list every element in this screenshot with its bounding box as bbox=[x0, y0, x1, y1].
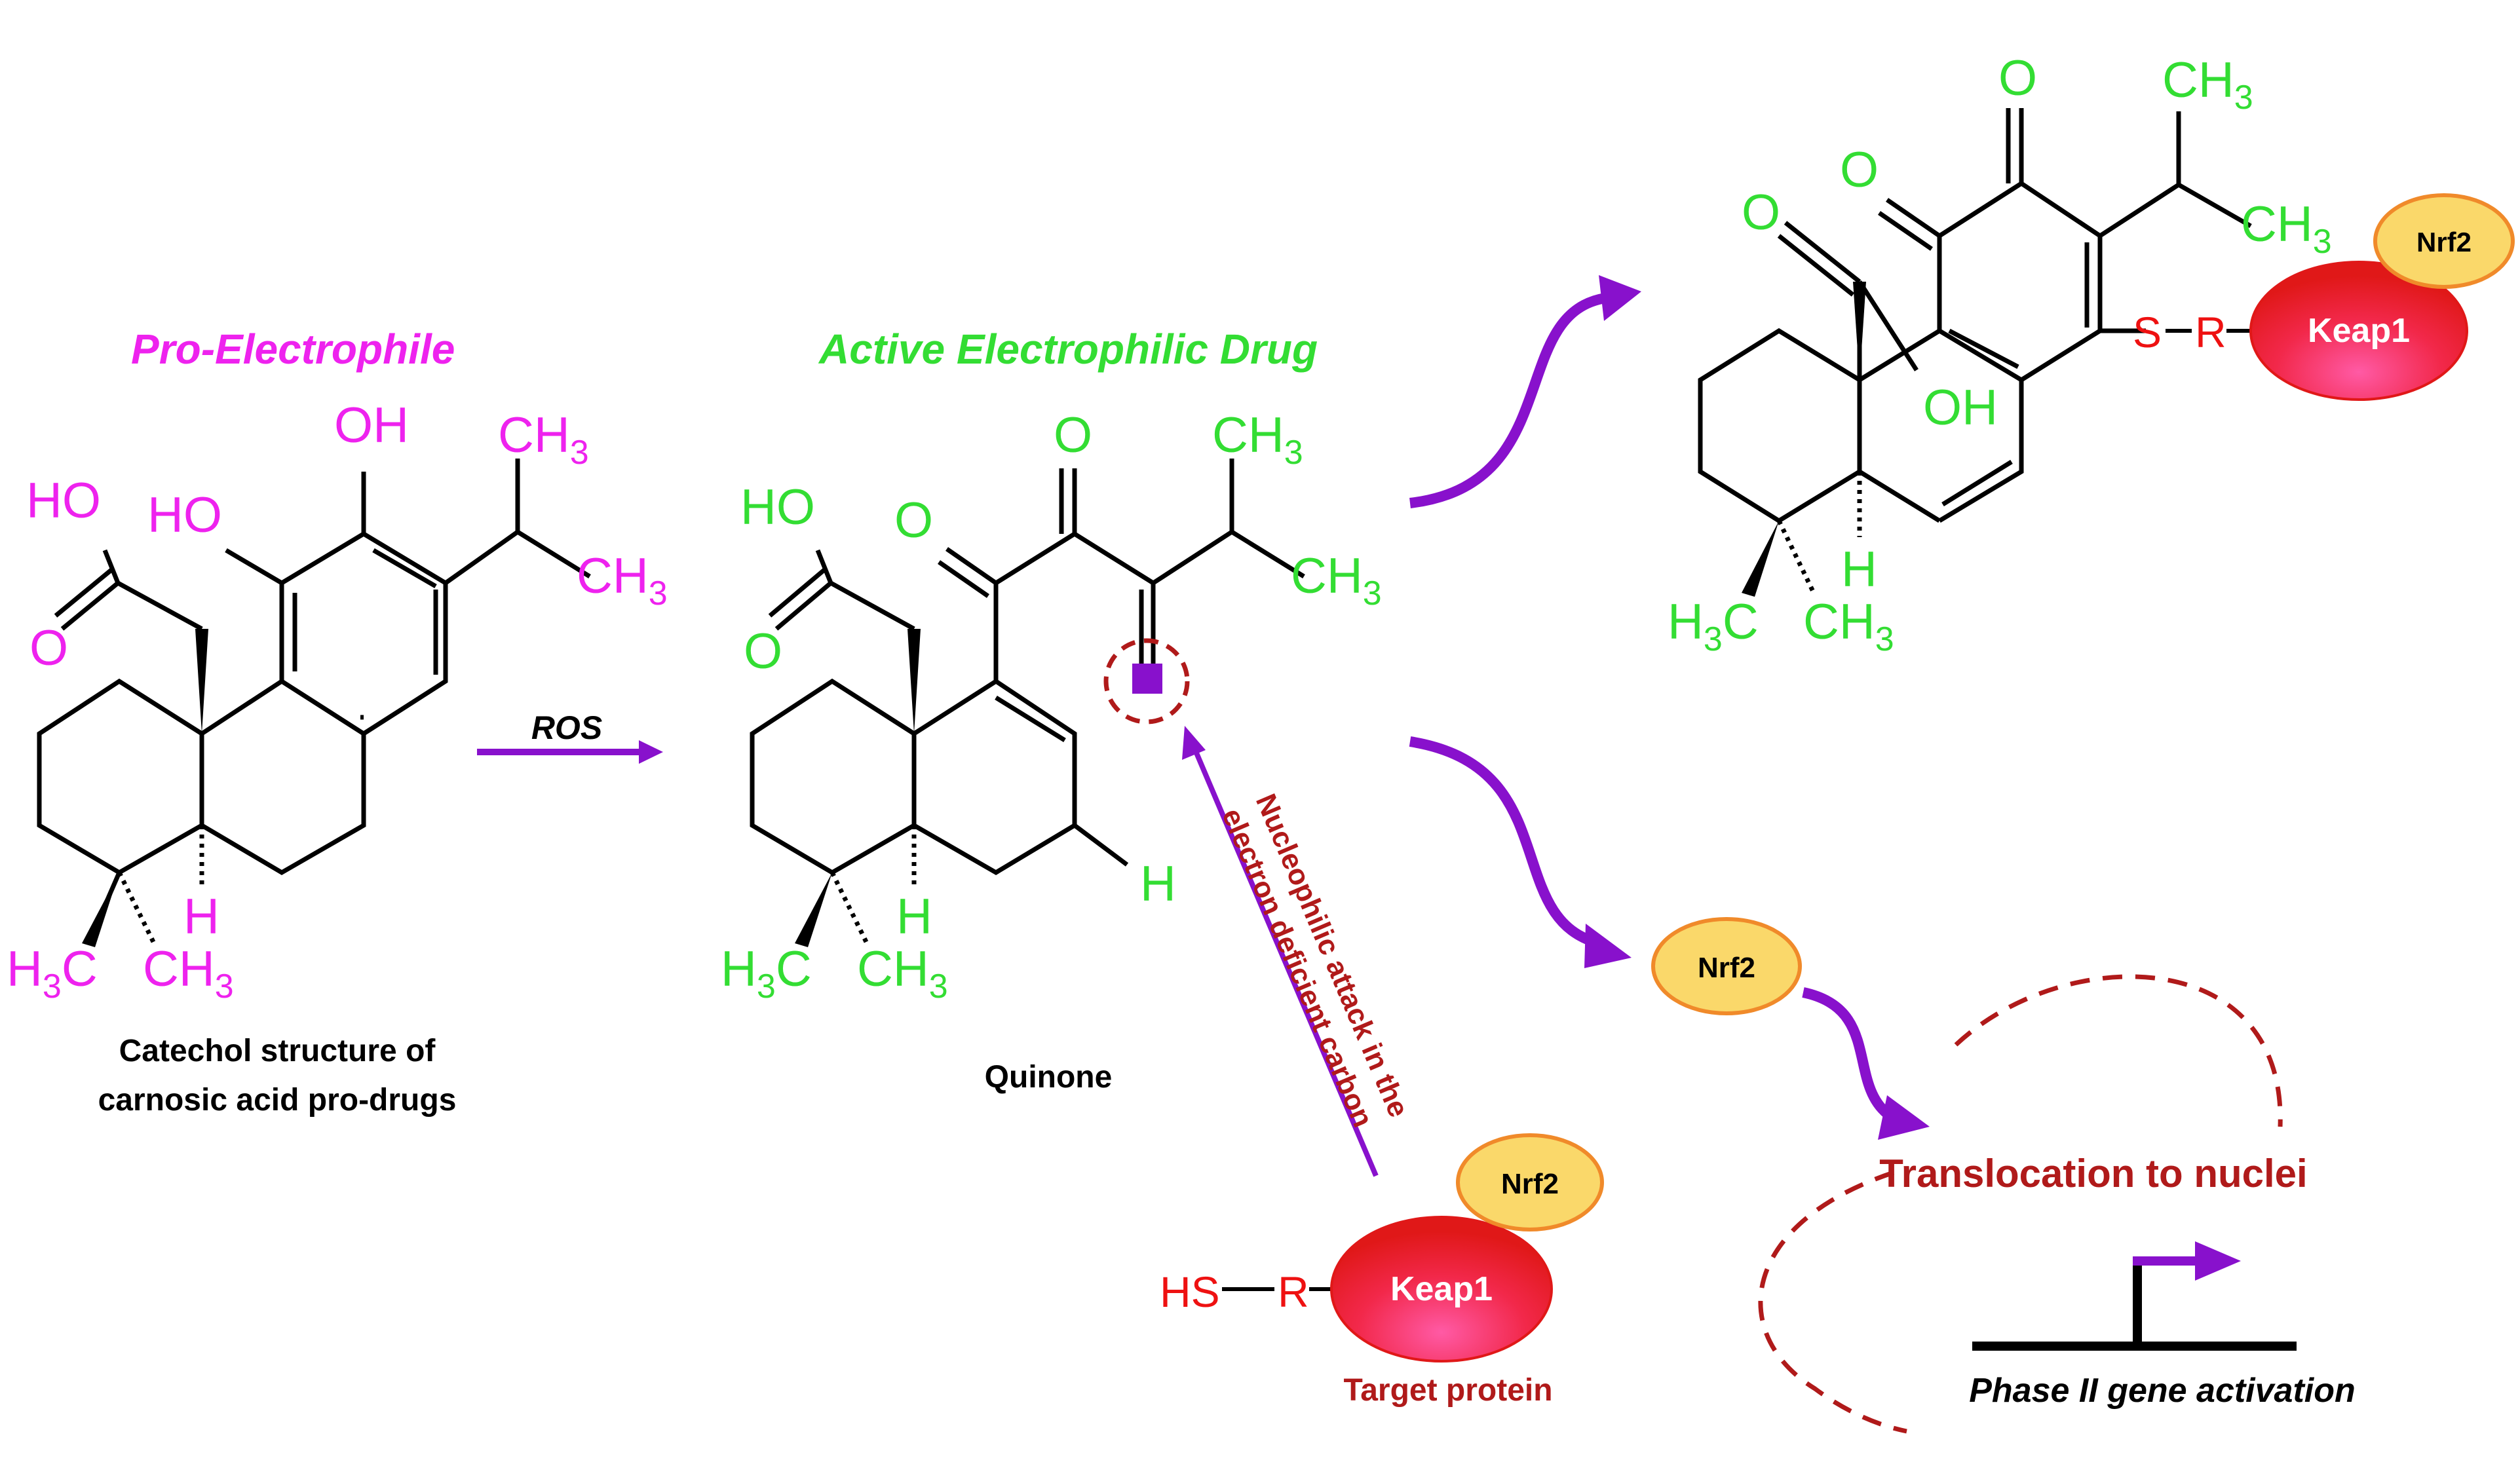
a-oh: OH bbox=[1923, 380, 1998, 436]
a-o1: O bbox=[1998, 50, 2037, 106]
adduct-nrf2 bbox=[2373, 193, 2515, 289]
pro-ho-acid: HO bbox=[26, 473, 101, 529]
quinone-wedge bbox=[907, 629, 921, 734]
q-ch3-bot: CH3 bbox=[857, 941, 948, 1006]
adduct-nrf2-label: Nrf2 bbox=[2416, 227, 2472, 257]
translocation-arrow bbox=[1802, 987, 1891, 1118]
adduct-structure bbox=[1698, 108, 2252, 594]
pro-drug-heading: Pro-Electrophile bbox=[131, 326, 455, 373]
q-ch3-mid: CH3 bbox=[1291, 548, 1382, 612]
q-h: H bbox=[896, 889, 932, 945]
a-h3c: H3C bbox=[1668, 594, 1759, 658]
adduct-keap1 bbox=[2249, 261, 2468, 401]
pro-h: H bbox=[183, 889, 220, 945]
pro-ho-ring: HO bbox=[147, 487, 222, 543]
curved-arrow-to-nrf2 bbox=[1409, 736, 1601, 949]
gene-label: Phase II gene activation bbox=[1969, 1372, 2356, 1410]
target-nrf2 bbox=[1456, 1133, 1604, 1231]
nucleophilic-attack-arrowhead bbox=[1182, 726, 1206, 760]
nucleus-outline bbox=[1758, 974, 2283, 1434]
electrophilic-carbon-marker bbox=[1132, 664, 1162, 694]
a-ch3-top: CH3 bbox=[2162, 52, 2253, 117]
a-o3: O bbox=[1742, 185, 1780, 240]
electrophilic-carbon-circle bbox=[1103, 638, 1190, 724]
pro-drug-caption-line2: carnosic acid pro-drugs bbox=[98, 1083, 457, 1118]
q-o2: O bbox=[894, 493, 933, 548]
ros-arrowhead bbox=[639, 740, 663, 764]
target-keap1 bbox=[1330, 1216, 1553, 1363]
adduct-wedge bbox=[1853, 282, 1866, 380]
nucleophilic-attack-arrow bbox=[1191, 745, 1379, 1177]
a-ch3-bot: CH3 bbox=[1803, 594, 1894, 658]
pro-o-acid: O bbox=[29, 620, 68, 676]
translocation-label: Translocation to nuclei bbox=[1879, 1152, 2307, 1195]
pro-drug-wedge-bottom bbox=[82, 873, 119, 947]
target-keap1-label: Keap1 bbox=[1390, 1270, 1493, 1308]
pro-h3c: H3C bbox=[7, 941, 98, 1006]
adduct-keap1-label: Keap1 bbox=[2308, 312, 2410, 350]
target-nrf2-label: Nrf2 bbox=[1501, 1168, 1559, 1200]
target-hs: HS bbox=[1160, 1268, 1220, 1316]
adduct-wedge-bottom bbox=[1742, 521, 1779, 597]
pro-oh: OH bbox=[334, 398, 409, 453]
q-h-ring: H bbox=[1140, 856, 1176, 912]
adduct-s: S bbox=[2133, 308, 2162, 356]
a-h: H bbox=[1841, 542, 1877, 597]
q-ho-acid: HO bbox=[740, 479, 815, 535]
target-caption: Target protein bbox=[1343, 1373, 1552, 1408]
pro-drug-caption-line1: Catechol structure of bbox=[119, 1034, 436, 1068]
quinone-atoms: O O HO O CH3 CH3 H H H3C CH3 bbox=[721, 407, 1382, 1006]
free-nrf2-label: Nrf2 bbox=[1698, 952, 1755, 984]
q-o1: O bbox=[1054, 407, 1092, 463]
attack-label: Nucleophilic attack in the electron defi… bbox=[1215, 789, 1415, 1132]
adduct-r: R bbox=[2195, 308, 2226, 356]
translocation-arrowhead bbox=[1878, 1095, 1930, 1140]
pro-drug-wedge bbox=[195, 629, 208, 734]
ros-label: ROS bbox=[531, 709, 602, 746]
q-h3c: H3C bbox=[721, 941, 812, 1006]
pro-ch3-mid: CH3 bbox=[577, 548, 668, 612]
a-o2: O bbox=[1840, 142, 1879, 198]
free-nrf2 bbox=[1651, 917, 1802, 1015]
pro-drug-atoms: OH HO HO O CH3 CH3 H H3C CH3 bbox=[7, 398, 668, 1006]
quinone-wedge-bottom bbox=[795, 873, 832, 947]
curved-arrow-to-adduct-head bbox=[1599, 275, 1641, 321]
curved-arrow-to-nrf2-head bbox=[1584, 924, 1632, 968]
q-o-acid: O bbox=[744, 624, 782, 679]
a-ch3-mid: CH3 bbox=[2241, 197, 2332, 261]
q-ch3-top: CH3 bbox=[1212, 407, 1303, 472]
pro-ch3-bot: CH3 bbox=[143, 941, 234, 1006]
gene-promoter-arrowhead bbox=[2195, 1241, 2241, 1281]
adduct-atoms: O O O OH CH3 CH3 H H3C CH3 bbox=[1668, 50, 2332, 658]
active-drug-heading: Active Electrophilic Drug bbox=[818, 326, 1318, 373]
curved-arrow-to-adduct bbox=[1409, 293, 1607, 508]
target-r: R bbox=[1278, 1268, 1309, 1316]
active-drug-caption: Quinone bbox=[985, 1060, 1113, 1095]
quinone-structure bbox=[750, 459, 1305, 945]
pro-drug-structure bbox=[37, 459, 591, 945]
pro-ch3-top: CH3 bbox=[498, 407, 589, 472]
